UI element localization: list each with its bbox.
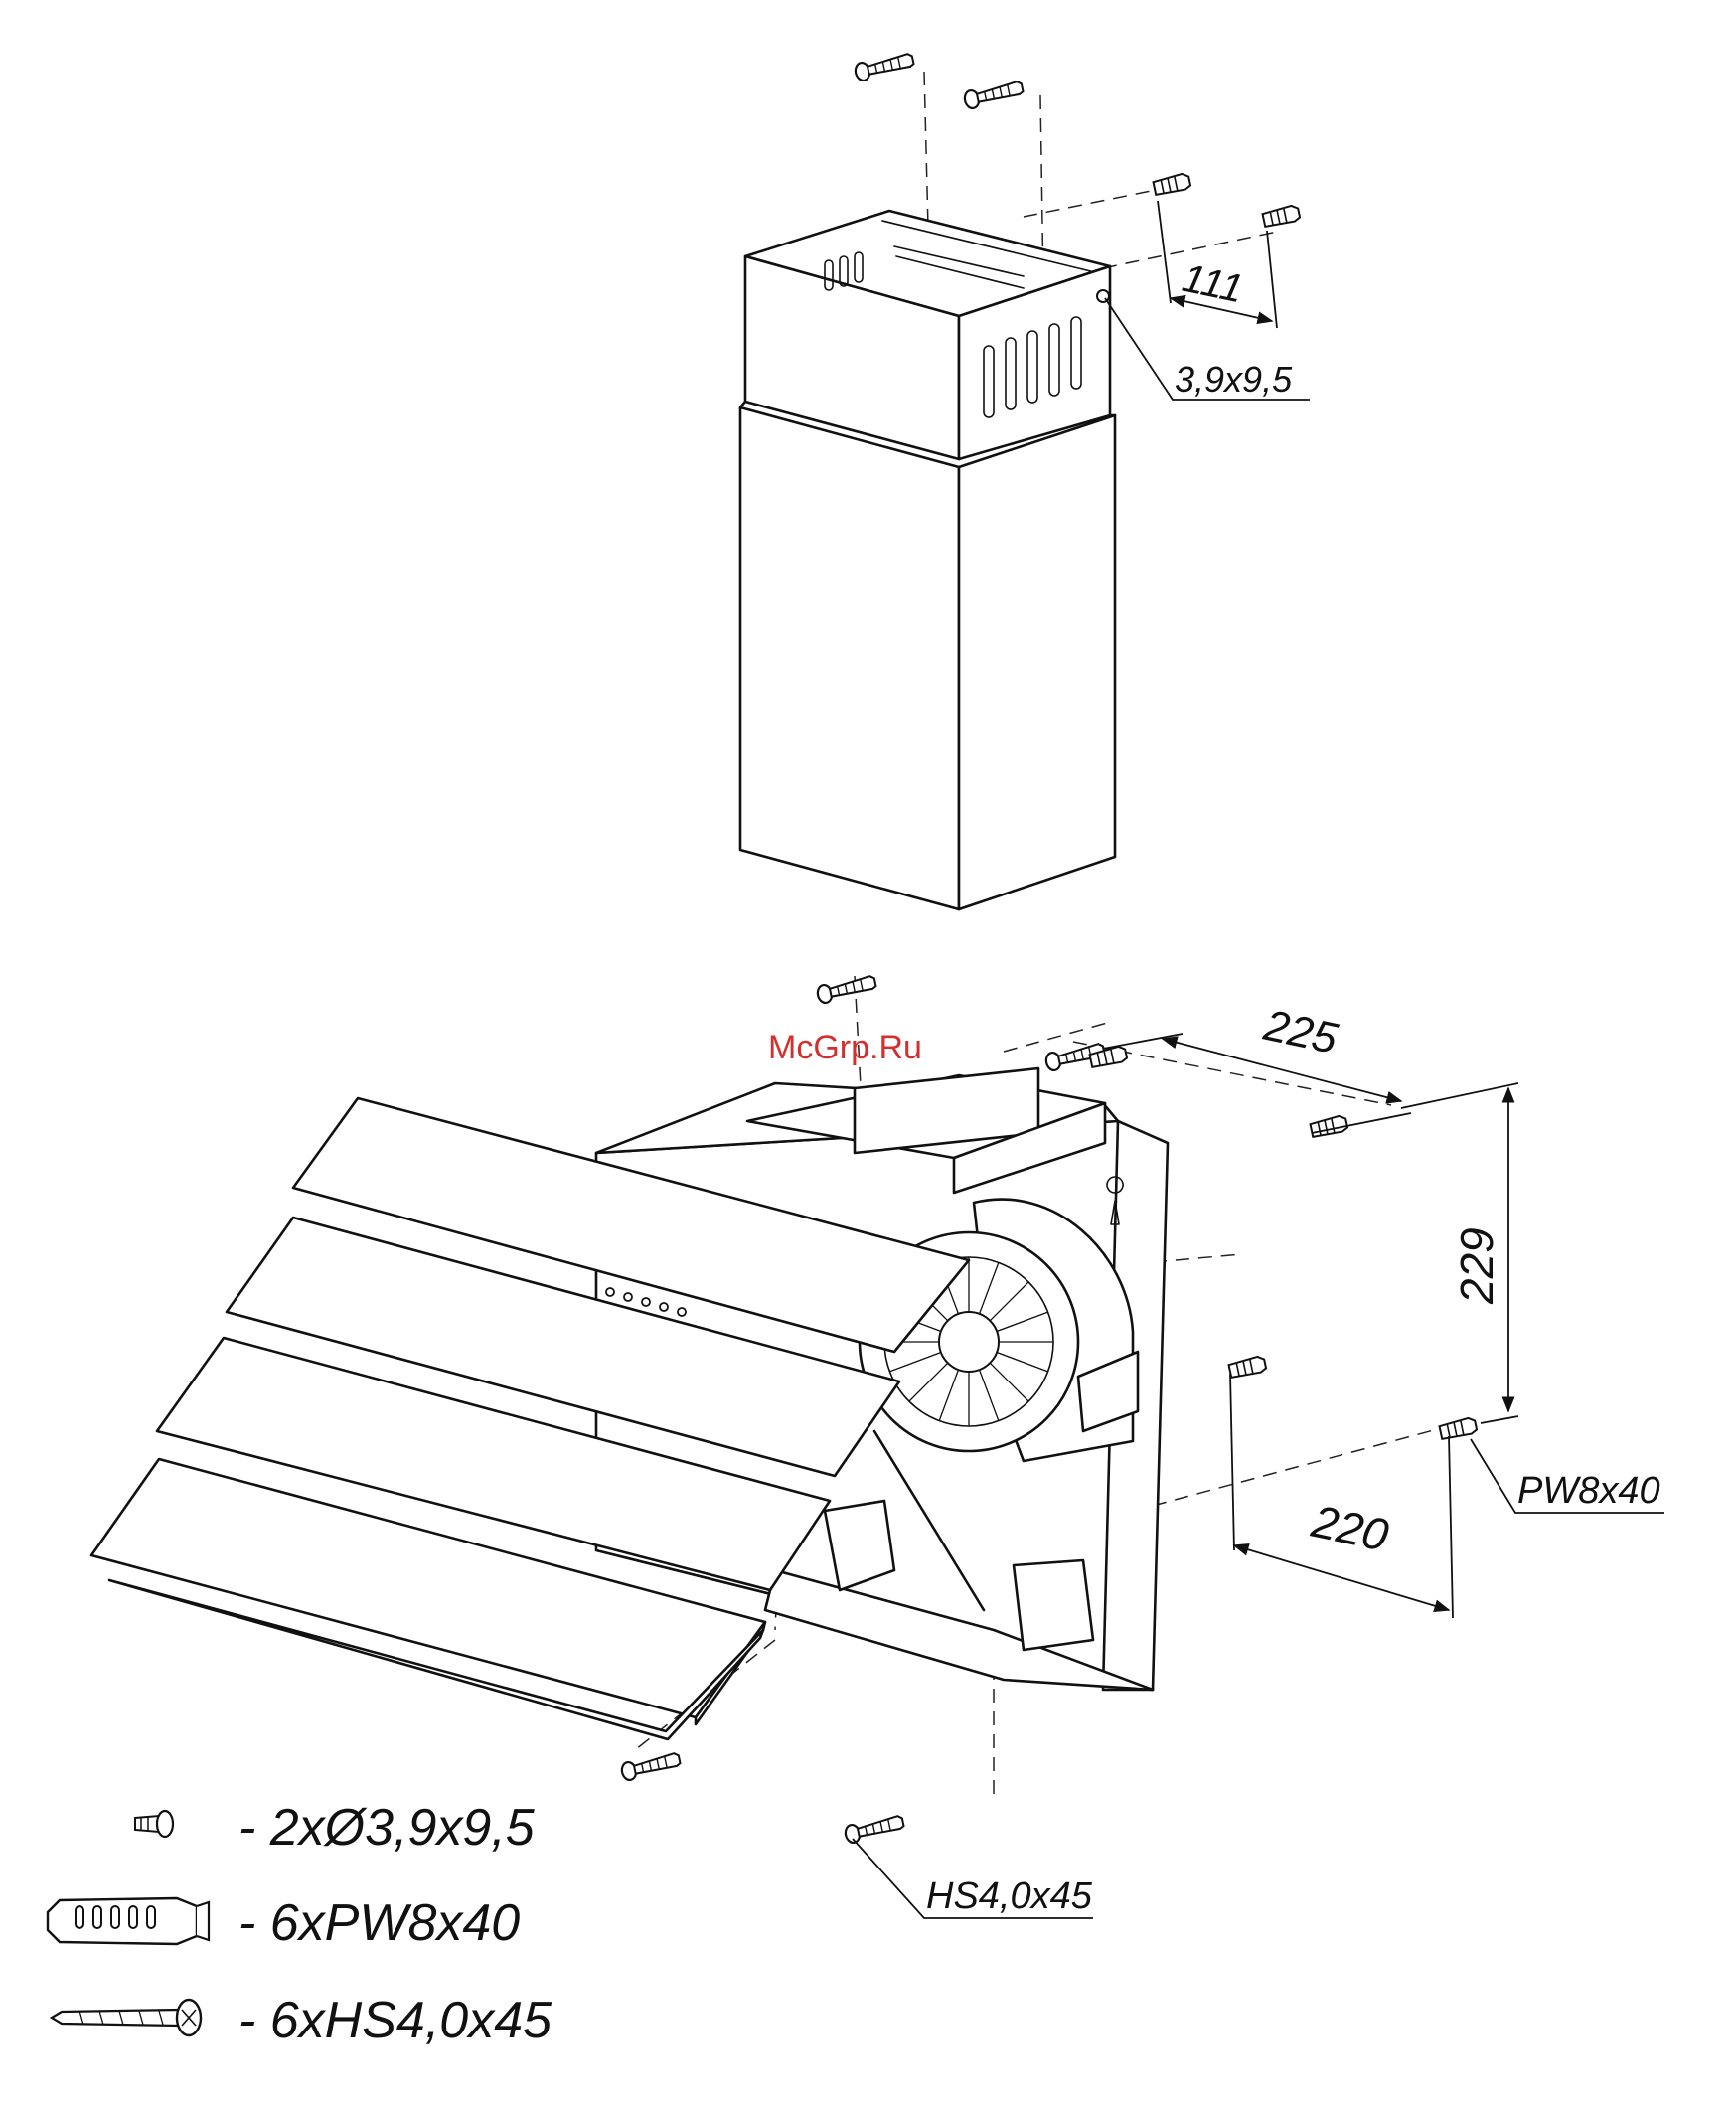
- chimney-screw-2: [963, 80, 1024, 109]
- dimension-220: 220: [1230, 1374, 1453, 1618]
- watermark: McGrp.Ru: [768, 1029, 922, 1066]
- legend-item-wall-plug: - 6xPW8x40: [238, 1894, 520, 1952]
- legend: - 2xØ3,9x9,5 - 6xPW8x40 - 6xHS4,0x45: [48, 1799, 552, 2049]
- long-screw-icon: [52, 2000, 201, 2035]
- chimney-screw-1: [854, 52, 914, 81]
- dimension-225-label: 225: [1259, 1001, 1341, 1064]
- hood-plug-3: [1228, 1356, 1267, 1379]
- dimension-111: 111: [1158, 201, 1277, 328]
- chimney-assembly: [740, 72, 1282, 909]
- wall-plug-icon: [48, 1898, 209, 1944]
- dimension-229: 229: [1401, 1083, 1518, 1423]
- hood-assembly: [91, 976, 1441, 1799]
- dimension-229-label: 229: [1451, 1227, 1502, 1305]
- callout-wall-screw: HS4,0x45: [853, 1839, 1093, 1918]
- hood-screw-top: [816, 974, 876, 1004]
- legend-item-long-screw: - 6xHS4,0x45: [238, 1992, 552, 2049]
- dimension-225: 225: [1103, 1001, 1411, 1133]
- callout-chimney-screw: 3,9x9,5: [1105, 298, 1310, 400]
- legend-item-small-screw: - 2xØ3,9x9,5: [238, 1799, 536, 1857]
- chimney-plug-2: [1262, 205, 1301, 228]
- callout-wall-plug: PW8x40: [1471, 1439, 1664, 1513]
- callout-chimney-screw-label: 3,9x9,5: [1175, 359, 1293, 400]
- hood-plug-4: [1439, 1417, 1478, 1440]
- chimney-plug-1: [1153, 173, 1191, 196]
- small-screw-icon: [135, 1811, 173, 1837]
- callout-wall-screw-label: HS4,0x45: [926, 1875, 1093, 1917]
- dimension-220-label: 220: [1307, 1495, 1393, 1561]
- hood-screw-left: [620, 1751, 681, 1781]
- callout-wall-plug-label: PW8x40: [1517, 1470, 1660, 1512]
- dimension-111-label: 111: [1179, 256, 1247, 312]
